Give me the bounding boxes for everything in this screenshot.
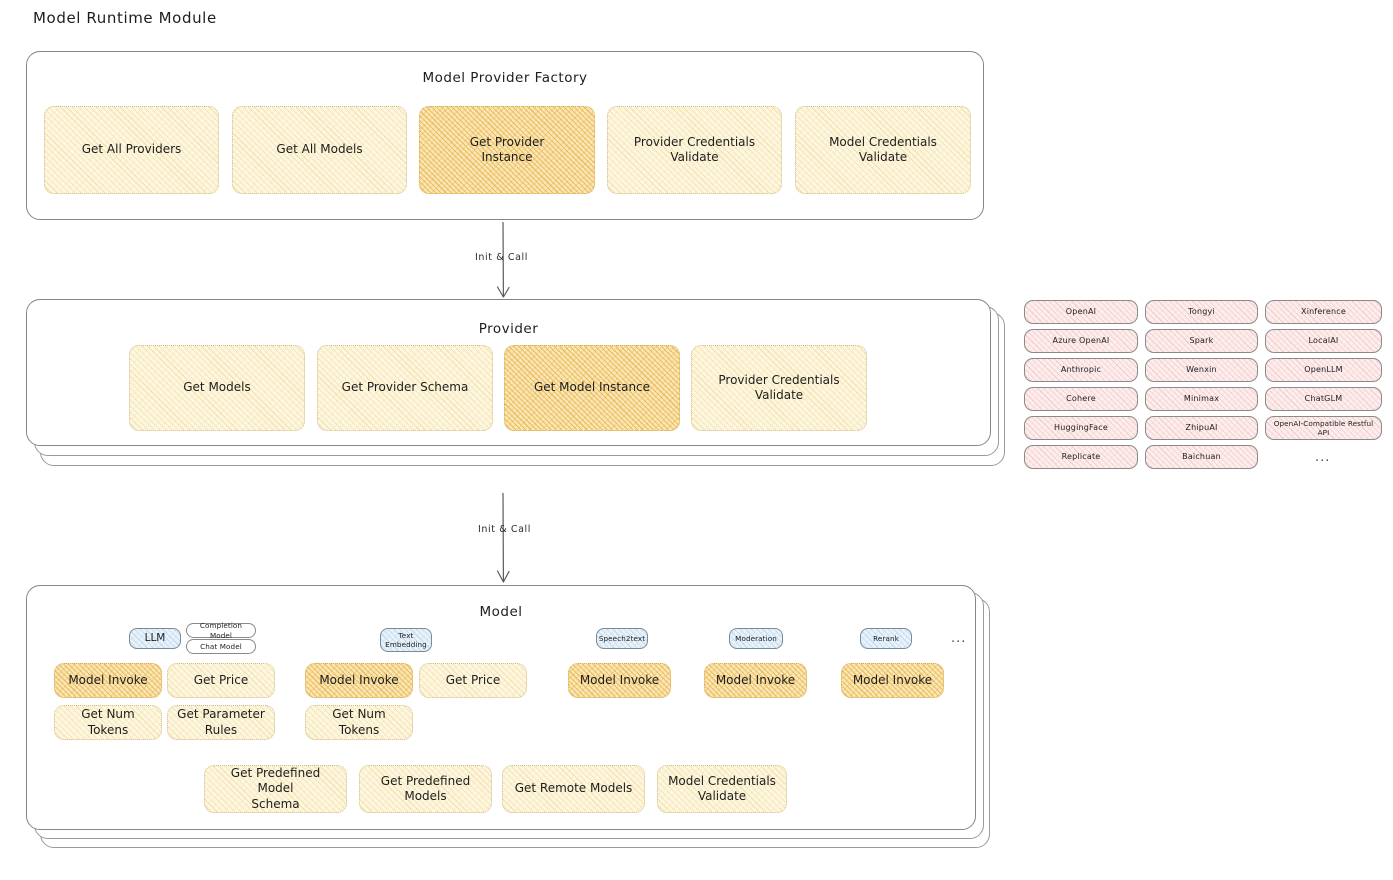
model-type-badge-speech2text[interactable]: Speech2text: [596, 628, 648, 649]
provider-chip-openllm[interactable]: OpenLLM: [1265, 358, 1382, 382]
provider-box-provider-credentials-validate[interactable]: Provider Credentials Validate: [691, 345, 867, 431]
provider-chip-replicate[interactable]: Replicate: [1024, 445, 1138, 469]
model-shared-get-predefined-models[interactable]: Get Predefined Models: [359, 765, 492, 813]
provider-box-get-provider-schema[interactable]: Get Provider Schema: [317, 345, 493, 431]
arrow-label-init-call-2: Init & Call: [478, 524, 531, 535]
model-method-speech2text-model-invoke[interactable]: Model Invoke: [568, 663, 671, 698]
provider-chip-azure-openai[interactable]: Azure OpenAI: [1024, 329, 1138, 353]
provider-box-get-model-instance[interactable]: Get Model Instance: [504, 345, 680, 431]
provider-chip-spark[interactable]: Spark: [1145, 329, 1258, 353]
arrow-provider-to-model: [478, 492, 528, 583]
model-shared-get-predefined-model-schema[interactable]: Get Predefined Model Schema: [204, 765, 347, 813]
model-method-llm-get-price[interactable]: Get Price: [167, 663, 275, 698]
arrow-label-init-call-1: Init & Call: [475, 252, 528, 263]
model-method-llm-model-invoke[interactable]: Model Invoke: [54, 663, 162, 698]
model-panel-title: Model: [479, 604, 523, 620]
provider-chip-tongyi[interactable]: Tongyi: [1145, 300, 1258, 324]
factory-box-get-all-providers[interactable]: Get All Providers: [44, 106, 219, 194]
provider-chip-chatglm[interactable]: ChatGLM: [1265, 387, 1382, 411]
arrow-icon: [496, 221, 510, 298]
provider-box-get-models[interactable]: Get Models: [129, 345, 305, 431]
model-shared-model-credentials-validate[interactable]: Model Credentials Validate: [657, 765, 787, 813]
provider-chip-openai-compatible-restful-api[interactable]: OpenAI-Compatible Restful API: [1265, 416, 1382, 440]
factory-box-get-all-models[interactable]: Get All Models: [232, 106, 407, 194]
provider-chip-anthropic[interactable]: Anthropic: [1024, 358, 1138, 382]
model-shared-get-remote-models[interactable]: Get Remote Models: [502, 765, 645, 813]
provider-chip-baichuan[interactable]: Baichuan: [1145, 445, 1258, 469]
provider-chip-xinference[interactable]: Xinference: [1265, 300, 1382, 324]
model-type-badge-rerank[interactable]: Rerank: [860, 628, 912, 649]
provider-chip-minimax[interactable]: Minimax: [1145, 387, 1258, 411]
provider-chip-localai[interactable]: LocalAI: [1265, 329, 1382, 353]
provider-chip-zhipuai[interactable]: ZhipuAI: [1145, 416, 1258, 440]
model-method-moderation-model-invoke[interactable]: Model Invoke: [704, 663, 807, 698]
model-method-llm-get-parameter-rules[interactable]: Get Parameter Rules: [167, 705, 275, 740]
provider-list-ellipsis: ...: [1315, 450, 1331, 465]
factory-box-model-credentials-validate[interactable]: Model Credentials Validate: [795, 106, 971, 194]
factory-box-provider-credentials-validate[interactable]: Provider Credentials Validate: [607, 106, 782, 194]
model-subbadge-chat-model[interactable]: Chat Model: [186, 639, 256, 654]
provider-chip-openai[interactable]: OpenAI: [1024, 300, 1138, 324]
model-method-rerank-model-invoke[interactable]: Model Invoke: [841, 663, 944, 698]
model-types-ellipsis: ...: [951, 631, 967, 646]
model-subbadge-completion-model[interactable]: Completion Model: [186, 621, 256, 640]
model-type-badge-llm[interactable]: LLM: [129, 628, 181, 649]
model-method-text-embedding-model-invoke[interactable]: Model Invoke: [305, 663, 413, 698]
provider-chip-cohere[interactable]: Cohere: [1024, 387, 1138, 411]
model-method-text-embedding-get-num-tokens[interactable]: Get Num Tokens: [305, 705, 413, 740]
factory-box-get-provider-instance[interactable]: Get Provider Instance: [419, 106, 595, 194]
model-type-badge-text-embedding[interactable]: Text Embedding: [380, 628, 432, 652]
model-method-llm-get-num-tokens[interactable]: Get Num Tokens: [54, 705, 162, 740]
provider-panel-title: Provider: [478, 321, 539, 337]
arrow-icon: [496, 492, 510, 583]
model-panel: [26, 585, 976, 830]
model-method-text-embedding-get-price[interactable]: Get Price: [419, 663, 527, 698]
provider-chip-huggingface[interactable]: HuggingFace: [1024, 416, 1138, 440]
provider-chip-wenxin[interactable]: Wenxin: [1145, 358, 1258, 382]
page-title: Model Runtime Module: [33, 9, 217, 27]
model-type-badge-moderation[interactable]: Moderation: [729, 628, 783, 649]
arrow-factory-to-provider: [478, 221, 528, 298]
model-provider-factory-title: Model Provider Factory: [422, 70, 588, 86]
